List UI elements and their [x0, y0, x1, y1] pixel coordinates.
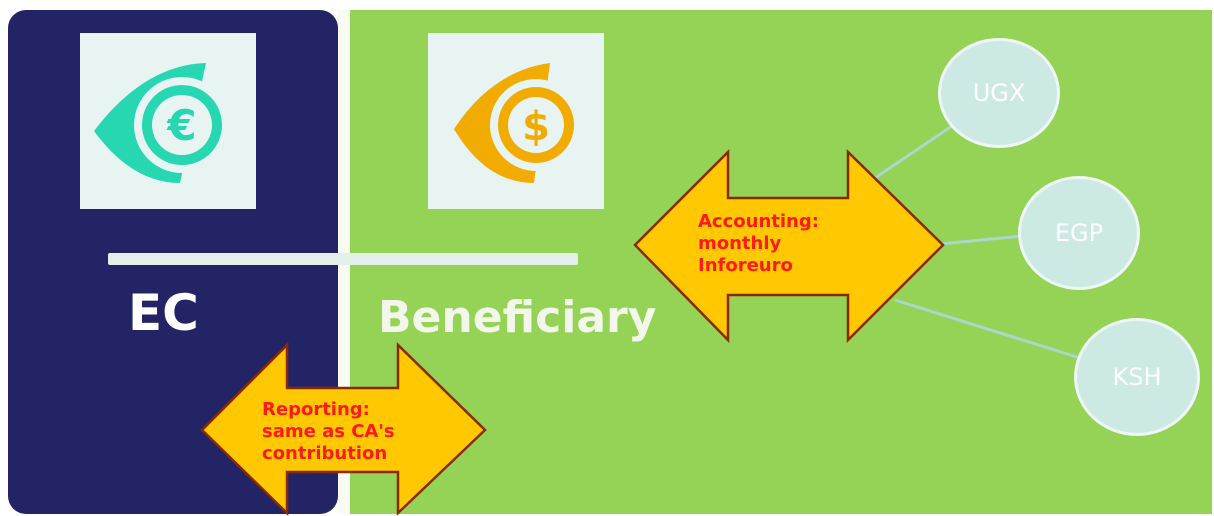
beneficiary-label: Beneficiary — [378, 292, 657, 343]
accounting-line-1: Accounting: — [698, 211, 819, 232]
euro-eye-icon: € — [94, 63, 230, 183]
currency-ugx: UGX — [972, 79, 1026, 107]
currency-egp: EGP — [1054, 219, 1104, 247]
ec-label: EC — [128, 284, 199, 342]
reporting-line-1: Reporting: — [262, 399, 370, 420]
currency-circle-ugx: UGX — [938, 38, 1060, 148]
dollar-icon-box: $ — [428, 33, 604, 209]
horizontal-divider — [108, 253, 578, 265]
euro-icon-box: € — [80, 33, 256, 209]
connector-egp — [939, 234, 1023, 246]
connector-ugx — [871, 120, 959, 182]
accounting-line-3: Inforeuro — [698, 255, 793, 276]
svg-text:€: € — [166, 101, 196, 150]
dollar-eye-icon: $ — [454, 63, 582, 183]
currency-circle-ksh: KSH — [1074, 318, 1200, 436]
currency-circle-egp: EGP — [1018, 176, 1140, 290]
accounting-double-arrow — [633, 148, 945, 344]
svg-text:$: $ — [522, 104, 550, 150]
connector-ksh — [894, 298, 1081, 360]
reporting-line-3: contribution — [262, 443, 388, 464]
reporting-line-2: same as CA's — [262, 421, 395, 442]
currency-ksh: KSH — [1112, 363, 1162, 391]
accounting-line-2: monthly — [698, 233, 782, 254]
accounting-arrow-text: Accounting: monthly Inforeuro — [698, 211, 819, 277]
reporting-double-arrow — [200, 341, 487, 516]
reporting-arrow-text: Reporting: same as CA's contribution — [262, 399, 395, 465]
